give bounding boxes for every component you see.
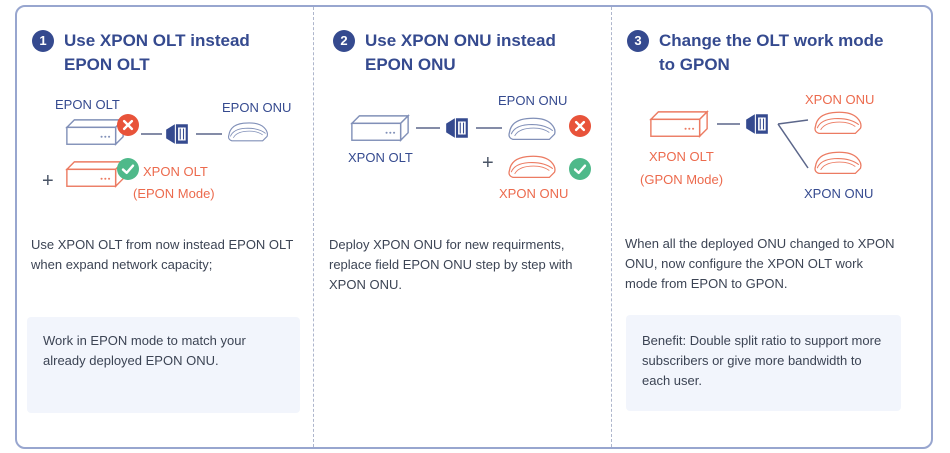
step-number-badge: 3 bbox=[627, 30, 649, 52]
plus-sign: + bbox=[42, 170, 54, 192]
step-number-badge: 2 bbox=[333, 30, 355, 52]
device-mode-label: (EPON Mode) bbox=[133, 186, 215, 201]
step-title-line: to GPON bbox=[659, 55, 730, 74]
step-3-illustration bbox=[650, 111, 862, 175]
step-title-line: Change the OLT work mode bbox=[659, 31, 884, 50]
step-number-badge: 1 bbox=[32, 30, 54, 52]
device-label: EPON ONU bbox=[498, 93, 568, 108]
onu-router-icon bbox=[814, 111, 862, 135]
step-note: Benefit: Double split ratio to support m… bbox=[626, 315, 901, 411]
step-title-line: Use XPON ONU instead bbox=[365, 31, 556, 50]
device-label: XPON ONU bbox=[805, 92, 875, 107]
onu-router-icon bbox=[814, 151, 862, 175]
splitter-icon bbox=[745, 113, 769, 135]
device-label: EPON OLT bbox=[55, 97, 120, 112]
device-label: XPON OLT bbox=[348, 150, 413, 165]
step-description: When all the deployed ONU changed to XPO… bbox=[625, 236, 895, 291]
step-description: Use XPON OLT from now instead EPON OLT w… bbox=[31, 237, 294, 272]
step-description: Deploy XPON ONU for new requirments, rep… bbox=[329, 237, 573, 292]
device-label: XPON ONU bbox=[499, 186, 569, 201]
step-note: Work in EPON mode to match your already … bbox=[27, 317, 300, 413]
panel-divider bbox=[611, 7, 612, 447]
step-1-illustration bbox=[66, 114, 269, 187]
device-mode-label: (GPON Mode) bbox=[640, 172, 724, 187]
olt-device-icon bbox=[650, 111, 708, 137]
step-title-line: Use XPON OLT instead bbox=[64, 31, 250, 50]
step-2-illustration bbox=[351, 115, 591, 180]
plus-sign: + bbox=[482, 152, 494, 174]
device-label: EPON ONU bbox=[222, 100, 292, 115]
device-label: XPON ONU bbox=[804, 186, 874, 201]
device-label: XPON OLT bbox=[649, 149, 714, 164]
panel-divider bbox=[313, 7, 314, 447]
device-label: XPON OLT bbox=[143, 164, 208, 179]
step-title-line: EPON ONU bbox=[365, 55, 456, 74]
diagram-frame bbox=[15, 5, 933, 449]
step-title-line: EPON OLT bbox=[64, 55, 150, 74]
